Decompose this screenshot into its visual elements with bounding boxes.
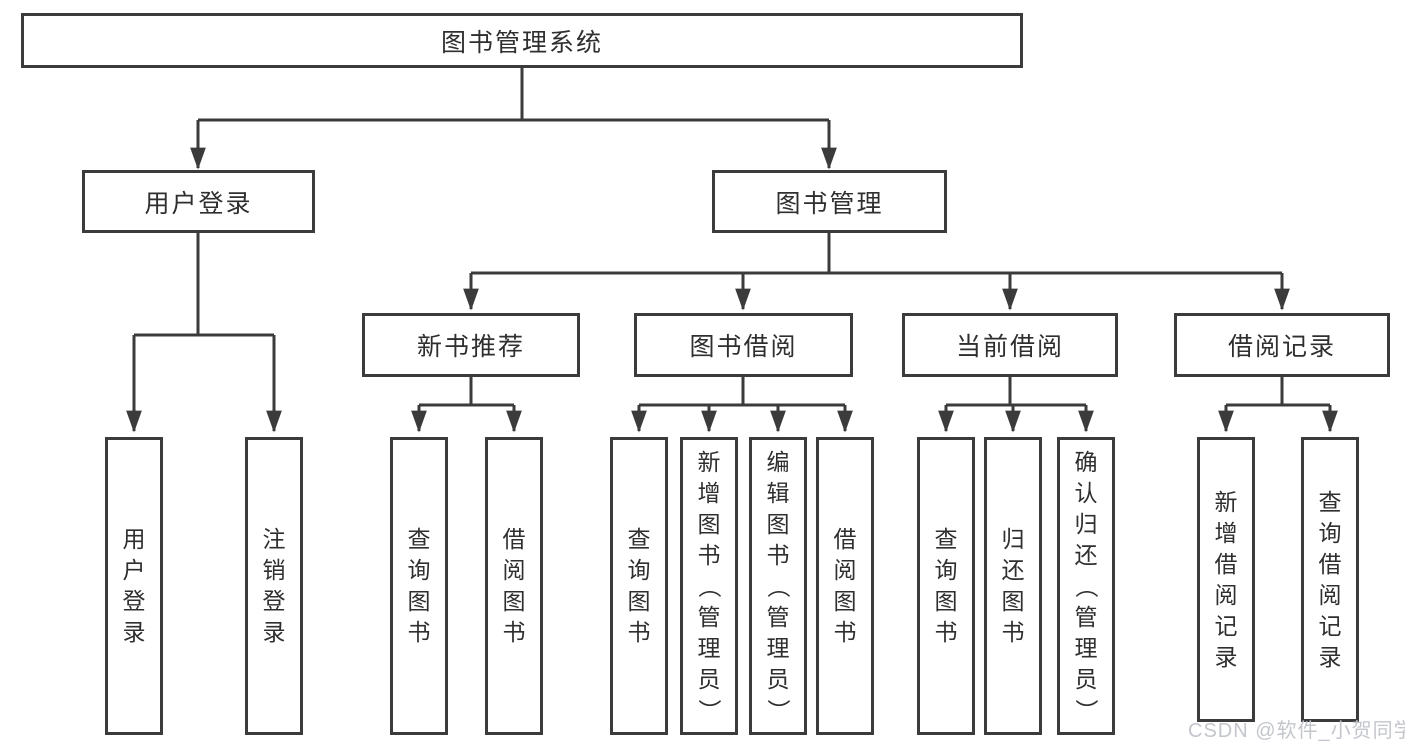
node-user-login: 用户登录 [82, 170, 315, 233]
csdn-watermark: CSDN @软件_小贺同学 [1188, 720, 1405, 742]
leaf-query-books-recommend: 查询图书 [390, 437, 448, 735]
node-borrow-records: 借阅记录 [1174, 313, 1390, 377]
leaf-logout: 注销登录 [245, 437, 303, 735]
node-new-book-recommend: 新书推荐 [362, 313, 580, 377]
node-label: 借阅记录 [1227, 333, 1336, 361]
node-label: 用户登录 [144, 189, 253, 218]
leaf-borrow-books-borrow: 借阅图书 [816, 437, 874, 735]
leaf-borrow-books-recommend: 借阅图书 [485, 437, 543, 735]
connector-book-management-trunk [471, 233, 1282, 275]
leaf-query-books-current: 查询图书 [917, 437, 975, 735]
connector-new-book-trunk [419, 377, 514, 407]
connector-current-borrow-trunk [946, 377, 1086, 407]
node-label: 新书推荐 [416, 333, 525, 361]
leaf-query-books-borrow: 查询图书 [610, 437, 668, 735]
node-label: 图书管理系统 [440, 28, 603, 57]
leaf-user-login: 用户登录 [105, 437, 163, 735]
node-current-borrow: 当前借阅 [902, 313, 1118, 377]
leaf-add-borrow-record: 新增借阅记录 [1197, 437, 1255, 722]
leaf-query-borrow-record: 查询借阅记录 [1301, 437, 1359, 722]
leaf-add-book-admin: 新增图书（管理员） [680, 437, 738, 735]
leaf-return-book: 归还图书 [984, 437, 1042, 735]
node-book-management: 图书管理 [712, 170, 947, 233]
connector-book-borrow-trunk [639, 377, 845, 407]
node-label: 当前借阅 [955, 333, 1064, 361]
node-label: 图书管理 [775, 189, 884, 218]
leaf-edit-book-admin: 编辑图书（管理员） [749, 437, 807, 735]
node-library-management-system: 图书管理系统 [21, 13, 1023, 68]
connector-user-login-trunk [134, 233, 274, 337]
connector-borrow-records-trunk [1226, 377, 1330, 407]
leaf-confirm-return-admin: 确认归还（管理员） [1057, 437, 1115, 735]
node-book-borrow: 图书借阅 [634, 313, 853, 377]
connector-root-trunk [198, 68, 829, 122]
node-label: 图书借阅 [689, 333, 798, 361]
